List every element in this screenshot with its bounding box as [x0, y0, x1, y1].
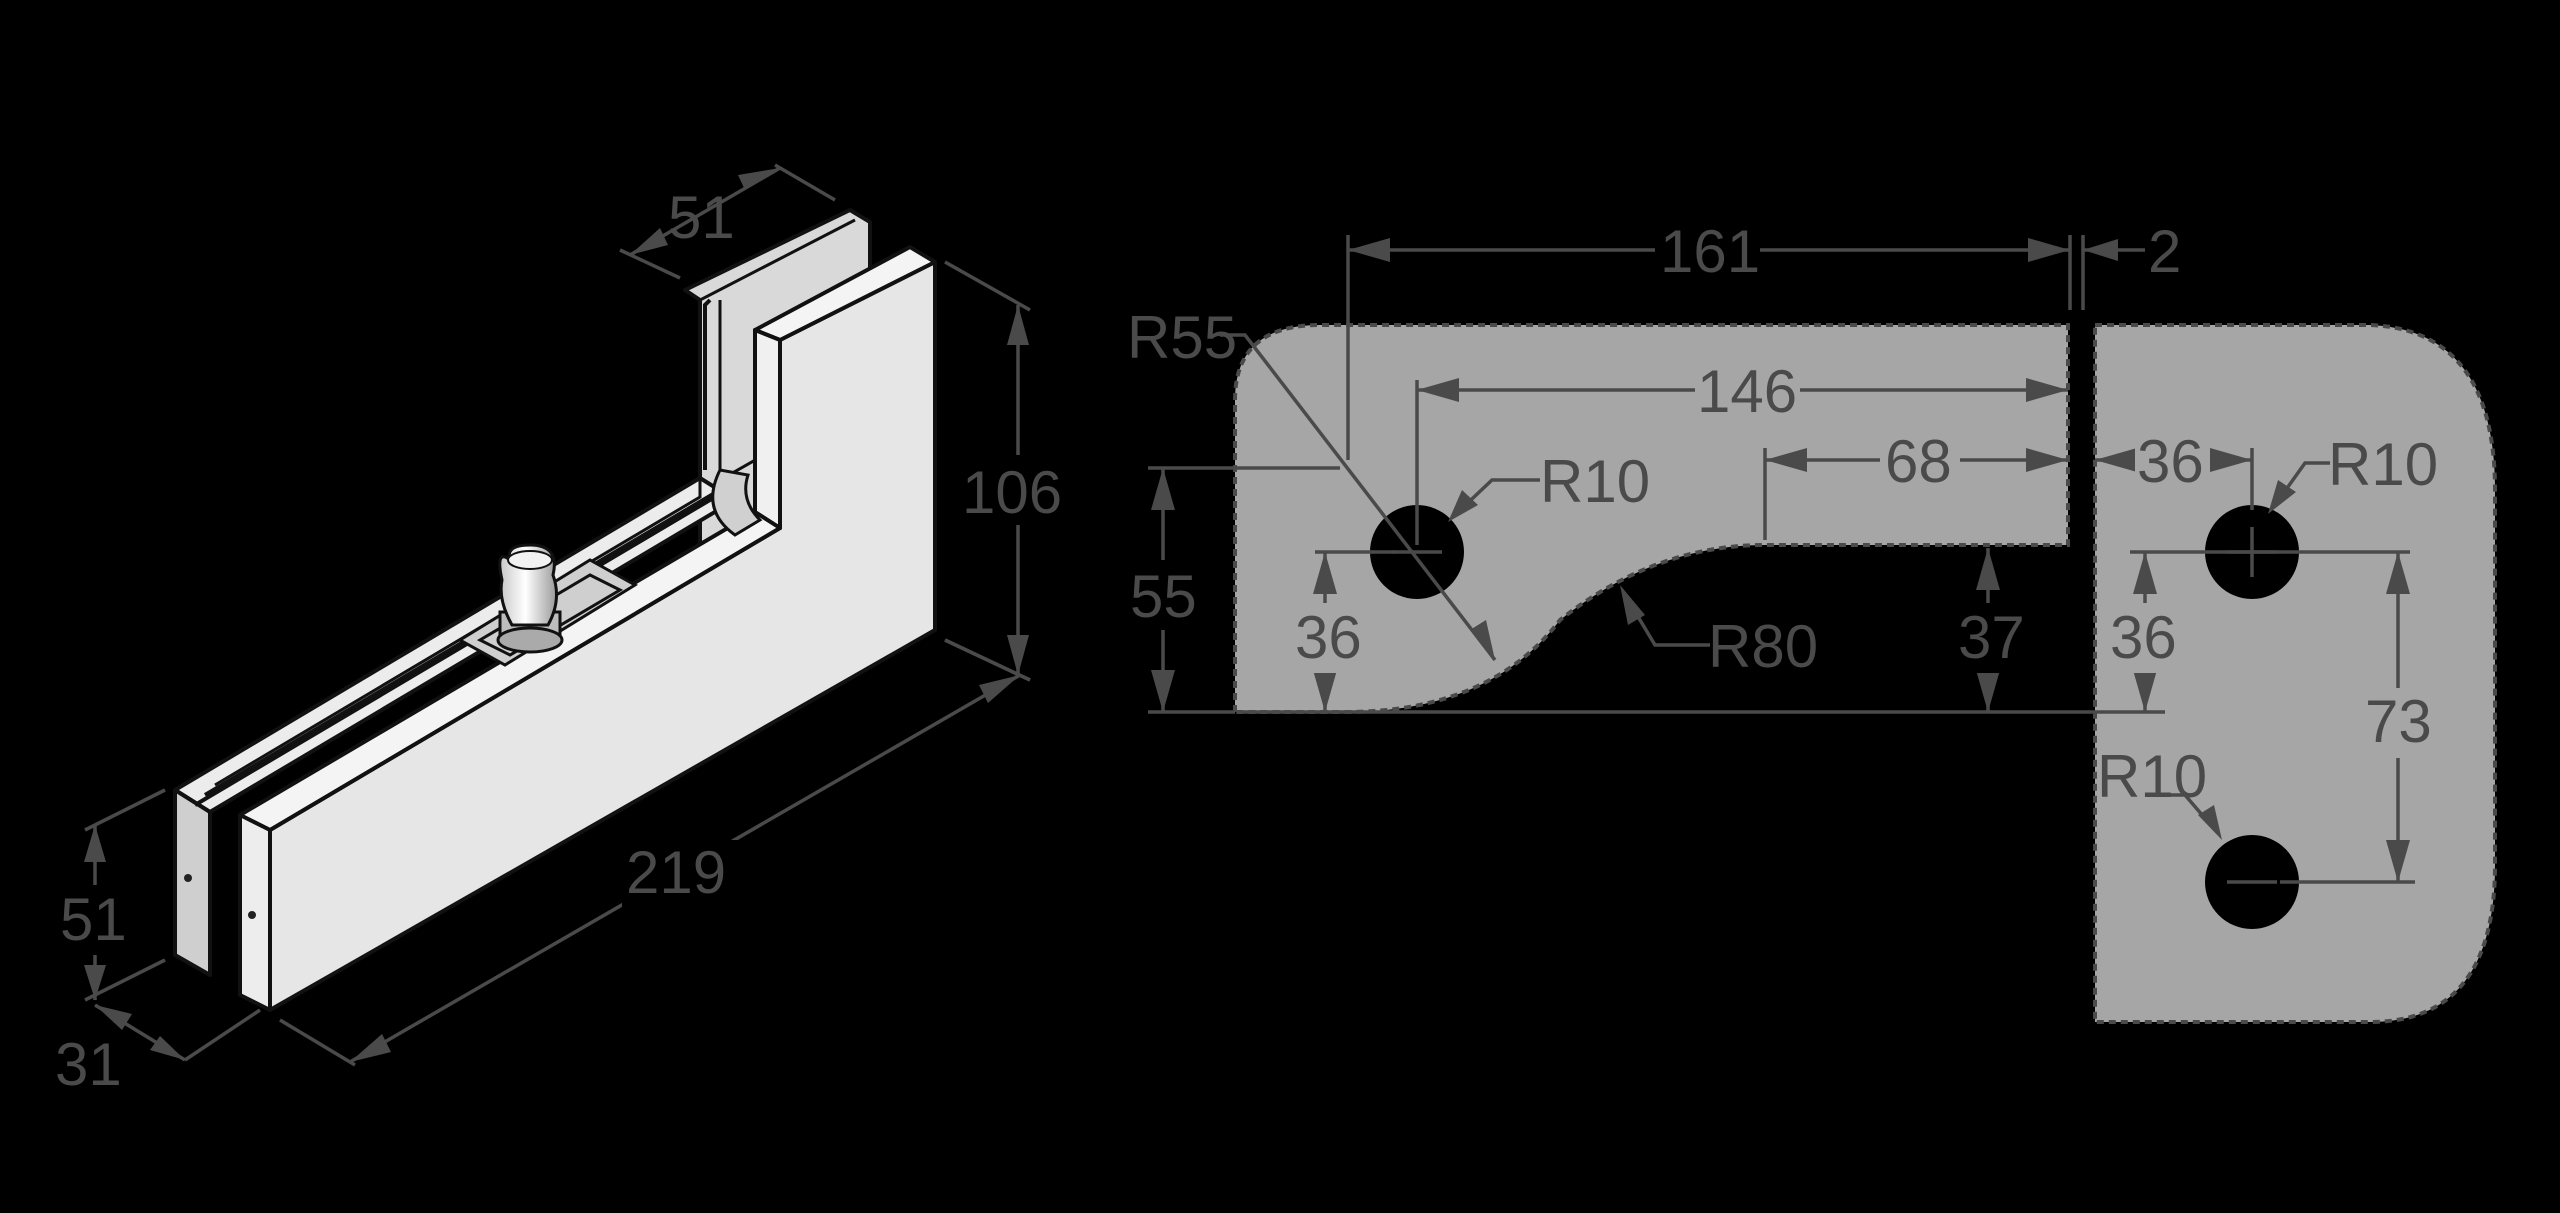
dim-36-left: 36 [1292, 550, 1395, 712]
dim-label-36-left: 36 [1295, 604, 1362, 671]
dim-label-r10-left: R10 [1540, 448, 1650, 515]
dim-front-height: 51 [58, 788, 166, 1002]
isometric-view: 51 106 219 [55, 163, 1078, 1098]
dim-36-right: 36 [2108, 550, 2410, 712]
dim-depth-top: 51 [619, 163, 836, 280]
dim-label-55: 55 [1130, 563, 1197, 630]
dim-label-2: 2 [2148, 218, 2181, 285]
dim-label-r55: R55 [1127, 304, 1237, 371]
dim-161: 161 [1346, 215, 2072, 460]
dim-55: 55 [1128, 466, 1340, 714]
dim-label-37: 37 [1958, 604, 2025, 671]
dim-label-161: 161 [1660, 218, 1760, 285]
dim-label-r10-right-top: R10 [2328, 431, 2438, 498]
dim-label-51-front: 51 [60, 886, 127, 953]
dim-146: 146 [1415, 355, 2068, 545]
dim-73: 73 [2280, 552, 2437, 884]
dim-36-right-top: 36 [2095, 428, 2254, 510]
dim-length: 219 [279, 638, 1031, 1067]
dim-r10-right-top: R10 [2268, 431, 2438, 514]
dim-label-r80: R80 [1708, 613, 1818, 680]
dim-r55: R55 [1127, 304, 1497, 662]
dim-height: 106 [944, 260, 1078, 682]
dim-r10-right-bottom: R10 [2097, 743, 2222, 840]
pivot-spindle [457, 543, 638, 667]
dim-label-219: 219 [626, 839, 726, 906]
dim-label-r10-right-bottom: R10 [2097, 743, 2207, 810]
dim-2: 2 [2081, 218, 2181, 310]
left-cutout-plate [1233, 323, 2070, 714]
dim-label-68: 68 [1885, 428, 1952, 495]
dim-label-73: 73 [2365, 688, 2432, 755]
front-clamp-body [184, 245, 937, 1012]
cutout-view: 161 2 R55 146 [1127, 215, 2497, 1024]
dim-label-36-right: 36 [2110, 604, 2177, 671]
dim-label-51-top: 51 [668, 184, 735, 251]
dim-label-146: 146 [1697, 358, 1797, 425]
dim-r80: R80 [1620, 585, 1818, 680]
dim-r10-left: R10 [1448, 448, 1650, 522]
dim-label-36-right-top: 36 [2137, 428, 2204, 495]
dim-front-depth: 31 [55, 1003, 261, 1098]
dim-label-106: 106 [962, 459, 1062, 526]
dim-68: 68 [1763, 428, 2068, 540]
dim-label-31: 31 [55, 1031, 122, 1098]
dim-37: 37 [1240, 548, 2165, 714]
